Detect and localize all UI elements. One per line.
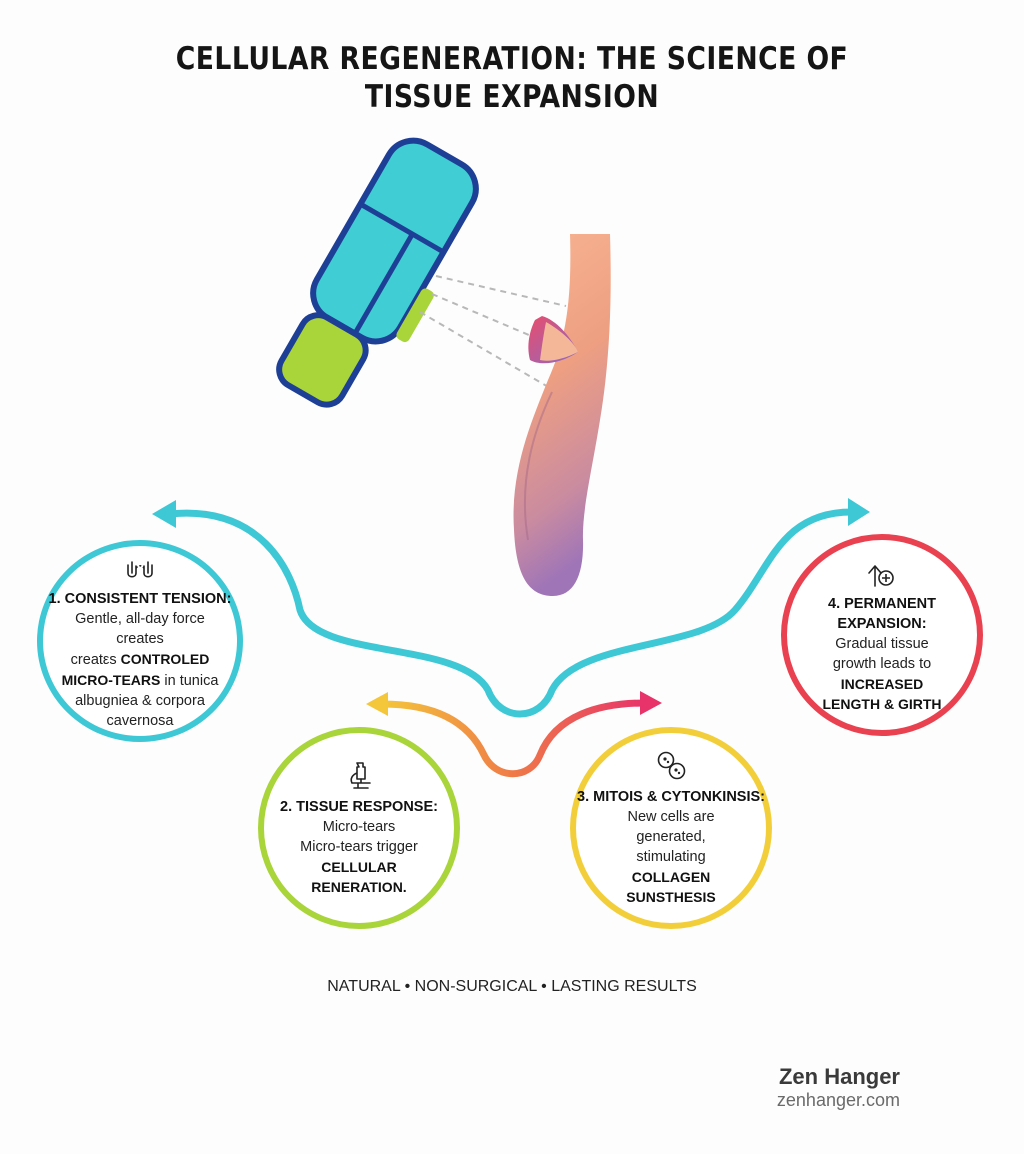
brand-name: Zen Hanger (778, 1064, 900, 1089)
stage-body: New cells are generated, stimulating (627, 809, 715, 865)
stage-mitosis: 3. MITOIS & CYTONKINSIS: New cells are g… (570, 727, 772, 929)
tension-device (276, 137, 567, 408)
growth-arrow-plus-icon (868, 565, 894, 587)
stage-body-secondary: creatεs (70, 652, 117, 668)
stage-title: 1. CONSISTENT TENSION: (48, 591, 232, 607)
stage-consistent-tension: 1. CONSISTENT TENSION: Gentle, all-day f… (37, 540, 243, 742)
microscope-icon (350, 762, 371, 789)
cells-icon (657, 751, 686, 780)
tagline: NATURAL • NON-SURGICAL • LASTING RESULTS (327, 978, 697, 995)
stage-body-tail: in tunica albugniea & corpora cavernosa (75, 673, 219, 729)
brand-url[interactable]: zenhanger.com (776, 1090, 900, 1110)
stage-highlight: COLLAGEN SUNSTHESIS (626, 869, 716, 905)
stage-highlight: INCREASED LENGTH & GIRTH (822, 676, 942, 712)
tissue-shape (513, 234, 611, 596)
stage-tissue-response: 2. TISSUE RESPONSE: Micro-tears Micro-te… (258, 727, 460, 929)
stage-highlight: CELLULAR RENERATION. (311, 859, 407, 895)
stage-body: Micro-tears (322, 819, 396, 835)
stage-highlight: CONTROLED MICRO-TEARS (61, 651, 210, 688)
page-title: CELLULAR REGENERATION: THE SCIENCE OF TI… (175, 41, 849, 115)
stage-title: 2. TISSUE RESPONSE: (280, 799, 438, 815)
stage-body: Gentle, all-day force creates (75, 611, 205, 647)
inner-flow-arrow (366, 691, 662, 778)
stage-permanent-expansion: 4. PERMANENT EXPANSION: Gradual tissue g… (781, 534, 983, 736)
hands-stretch-icon (127, 561, 153, 578)
stage-title: 3. MITOIS & CYTONKINSIS: (577, 789, 765, 805)
stage-title: 4. PERMANENT EXPANSION: (828, 596, 936, 632)
cyan-flow-arrow (152, 498, 870, 718)
stage-body: Gradual tissue growth leads to (832, 636, 932, 672)
stage-body-secondary: Micro-tears trigger (300, 839, 418, 855)
